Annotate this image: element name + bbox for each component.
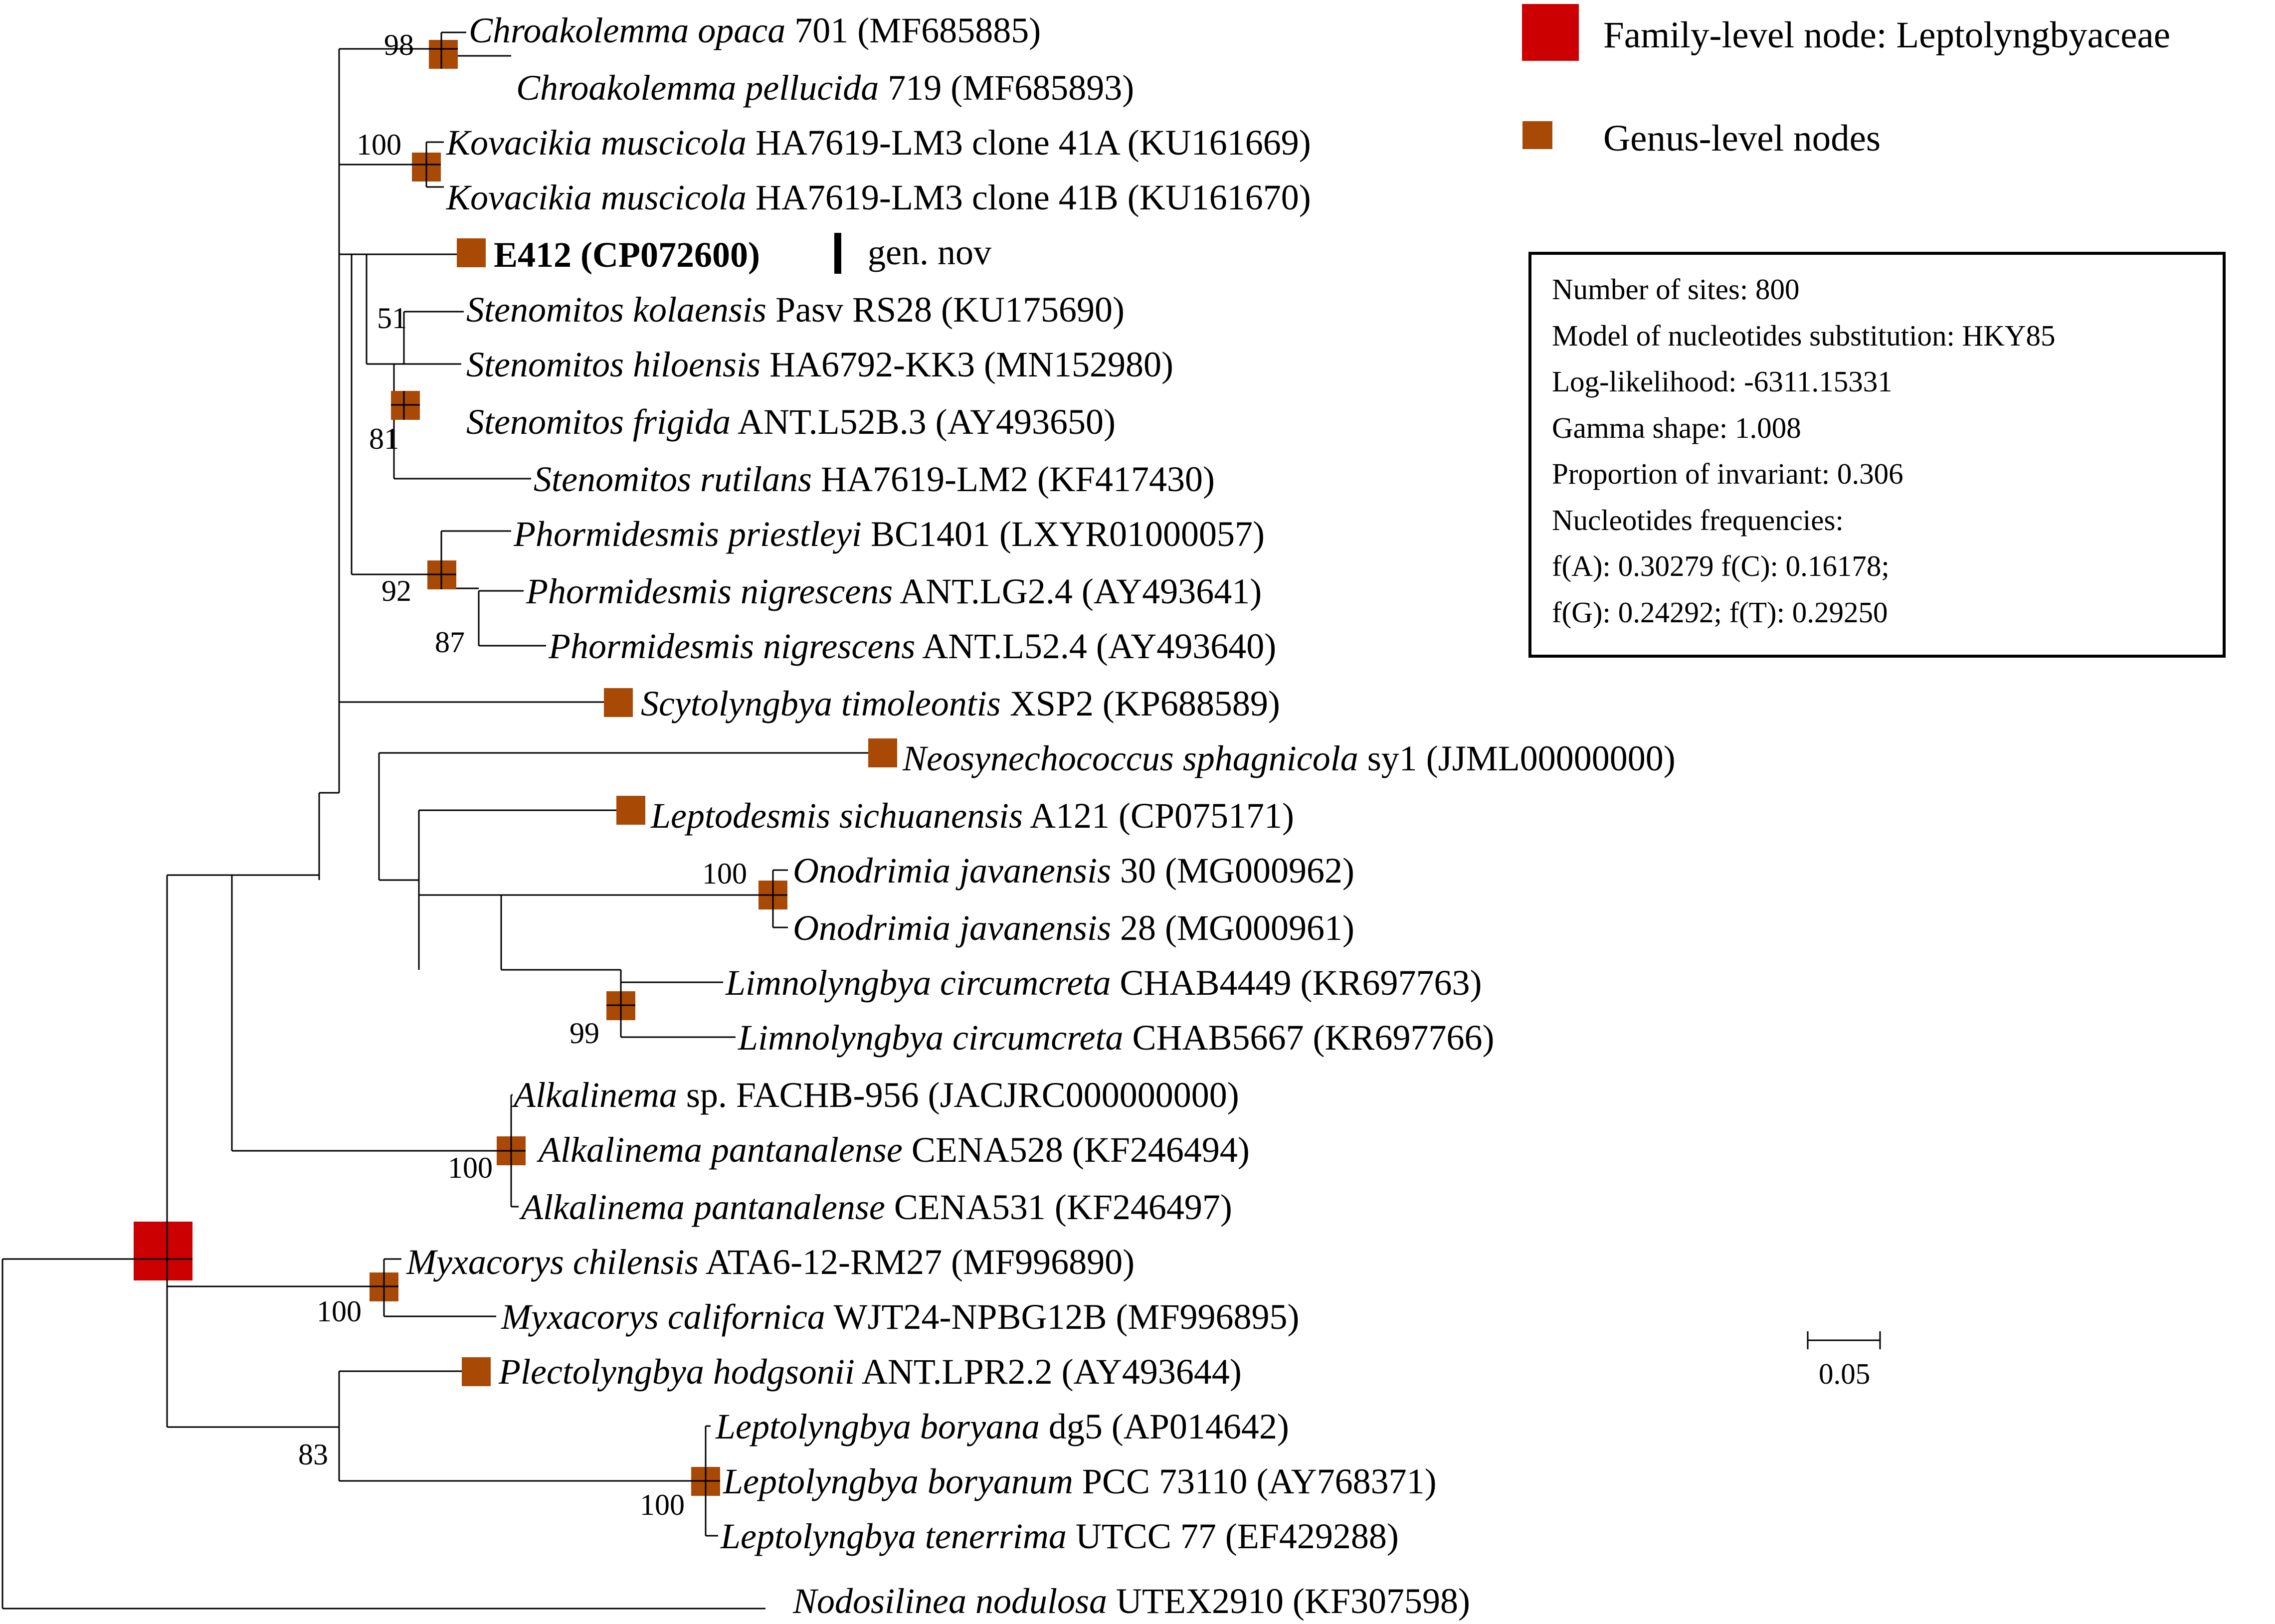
branch-cross-chroakolemma — [429, 40, 458, 69]
legend: Family-level node: Leptolyngbyaceae Genu… — [1522, 4, 2170, 159]
genus-node-scytolyngbya — [604, 688, 633, 717]
family-node-marker — [134, 1222, 192, 1280]
legend-family-swatch — [1522, 4, 1579, 61]
branch-cross-alkalinema — [497, 1136, 526, 1165]
info-line: Gamma shape: 1.008 — [1552, 411, 1801, 444]
info-box-frame — [1528, 252, 2226, 658]
taxon-label: Stenomitos kolaensis Pasv RS28 (KU175690… — [466, 290, 1125, 330]
taxon-label: Phormidesmis nigrescens ANT.LG2.4 (AY493… — [526, 571, 1262, 611]
legend-genus-swatch — [1522, 121, 1552, 149]
taxon-label: Stenomitos frigida ANT.L52B.3 (AY493650) — [466, 402, 1116, 442]
branch-phormidesmis — [352, 530, 546, 647]
branch-middle — [378, 752, 883, 970]
branch-alkalinema-stem — [167, 874, 511, 1152]
bootstrap-value: 100 — [317, 1295, 362, 1328]
branch-e412 — [339, 253, 471, 574]
info-line: Nucleotides frequencies: — [1552, 504, 1844, 537]
taxon-label: Scytolyngbya timoleontis XSP2 (KP688589) — [641, 684, 1280, 723]
model-info-box: Number of sites: 800 Model of nucleotide… — [1528, 252, 2226, 658]
bootstrap-value: 81 — [369, 422, 399, 455]
branch-lower — [167, 1370, 718, 1537]
branch-cross-kovacikia — [412, 153, 441, 181]
bootstrap-value: 83 — [298, 1438, 328, 1471]
taxon-label: Leptolyngbya tenerrima UTCC 77 (EF429288… — [720, 1516, 1399, 1556]
genus-node-chroakolemma — [429, 40, 458, 69]
taxon-label: Leptodesmis sichuanensis A121 (CP075171) — [650, 796, 1294, 836]
novel-genus-label: gen. nov — [868, 232, 991, 272]
bootstrap-value: 51 — [377, 302, 407, 335]
info-line: Model of nucleotides substitution: HKY85 — [1552, 319, 2055, 352]
bootstrap-value: 98 — [384, 28, 414, 61]
taxon-label: Kovacikia muscicola HA7619-LM3 clone 41A… — [446, 123, 1311, 163]
legend-genus-label: Genus-level nodes — [1603, 118, 1881, 159]
branch-stenomitos — [393, 311, 531, 480]
info-line: f(G): 0.24292; f(T): 0.29250 — [1552, 596, 1888, 629]
taxon-label: Neosynechococcus sphagnicola sy1 (JJML00… — [902, 738, 1676, 778]
taxon-label: Limnolyngbya circumcreta CHAB5667 (KR697… — [738, 1018, 1495, 1058]
scale-bar-line — [1807, 1331, 1881, 1349]
genus-node-neosynechococcus — [868, 738, 897, 767]
scale-bar: 0.05 — [1807, 1331, 1881, 1390]
taxon-label-e412: E412 (CP072600) — [494, 235, 760, 275]
tree-branches — [1, 31, 883, 1610]
info-line: Proportion of invariant: 0.306 — [1552, 457, 1903, 490]
taxon-label: Onodrimia javanensis 28 (MG000961) — [793, 908, 1354, 948]
bootstrap-value: 100 — [448, 1151, 493, 1184]
bootstrap-value: 100 — [702, 857, 747, 890]
taxon-label: Stenomitos hiloensis HA6792-KK3 (MN15298… — [466, 345, 1173, 384]
taxon-label: Limnolyngbya circumcreta CHAB4449 (KR697… — [725, 963, 1482, 1003]
taxon-label: Chroakolemma pellucida 719 (MF685893) — [516, 68, 1134, 108]
taxon-label: Stenomitos rutilans HA7619-LM2 (KF417430… — [534, 459, 1215, 499]
bootstrap-value: 99 — [569, 1017, 599, 1050]
branch-upper — [232, 793, 320, 876]
branch-cross-phormidesmis — [427, 560, 456, 589]
bootstrap-value: 100 — [357, 128, 401, 161]
branch-cross-leptolyngbya — [691, 1467, 720, 1496]
branch-top — [319, 48, 618, 794]
taxon-label: Nodosilinea nodulosa UTEX2910 (KF307598) — [792, 1581, 1470, 1621]
info-line: Number of sites: 800 — [1552, 273, 1800, 306]
branch-cross-stenomitos — [391, 391, 420, 420]
bootstrap-value: 92 — [381, 574, 411, 607]
taxon-label: Myxacorys chilensis ATA6-12-RM27 (MF9968… — [406, 1242, 1135, 1282]
taxon-label: Plectolyngbya hodgsonii ANT.LPR2.2 (AY49… — [498, 1352, 1242, 1392]
bootstrap-value: 87 — [435, 626, 465, 659]
bootstrap-value: 100 — [640, 1488, 685, 1521]
taxon-label: Leptolyngbya boryanum PCC 73110 (AY76837… — [723, 1461, 1437, 1501]
branch-cross-onodrimia — [758, 881, 787, 909]
scale-bar-label: 0.05 — [1819, 1357, 1870, 1390]
genus-node-leptodesmis — [616, 796, 645, 825]
taxon-label: Onodrimia javanensis 30 (MG000962) — [793, 851, 1354, 891]
branch-cross-limnolyngbya — [606, 991, 635, 1020]
info-line: f(A): 0.30279 f(C): 0.16178; — [1552, 549, 1890, 582]
taxon-label: Myxacorys californica WJT24-NPBG12B (MF9… — [501, 1297, 1300, 1337]
taxon-label: Alkalinema pantanalense CENA528 (KF24649… — [537, 1130, 1250, 1170]
taxon-label: Alkalinema sp. FACHB-956 (JACJRC00000000… — [512, 1075, 1239, 1115]
info-line: Log-likelihood: -6311.15331 — [1552, 365, 1893, 398]
taxon-label: Phormidesmis nigrescens ANT.L52.4 (AY493… — [548, 626, 1276, 666]
genus-node-e412 — [457, 238, 486, 267]
novel-genus-bar — [834, 233, 841, 274]
taxon-label: Alkalinema pantanalense CENA531 (KF24649… — [519, 1187, 1232, 1227]
branch-cross-myxacorys — [370, 1272, 398, 1301]
branch-cross-family — [134, 1222, 192, 1280]
taxon-label: Kovacikia muscicola HA7619-LM3 clone 41B… — [446, 178, 1311, 217]
taxon-label: Leptolyngbya boryana dg5 (AP014642) — [715, 1407, 1289, 1446]
taxon-label: Chroakolemma opaca 701 (MF685885) — [469, 10, 1041, 50]
taxon-label: Phormidesmis priestleyi BC1401 (LXYR0100… — [513, 514, 1265, 554]
legend-family-label: Family-level node: Leptolyngbyaceae — [1603, 14, 2170, 56]
genus-node-plectolyngbya — [462, 1357, 491, 1386]
